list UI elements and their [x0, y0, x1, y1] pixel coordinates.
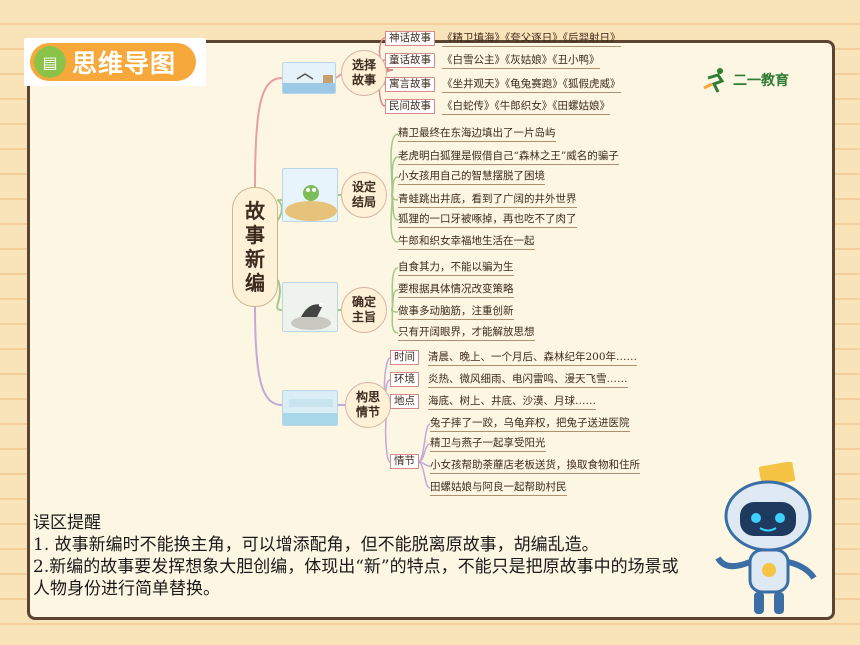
frog-well-illustration	[282, 168, 338, 222]
branch-title: 确定	[351, 295, 376, 309]
theme-item: 自食其力，不能以骗为生	[398, 260, 514, 276]
mistake-reminder: 误区提醒 1. 故事新编时不能换主角，可以增添配角，但不能脱离原故事，胡编乱造。…	[33, 512, 693, 600]
note-title: 误区提醒	[33, 513, 101, 533]
plot-item: 兔子摔了一跤，乌龟弃权，把兔子送进医院	[430, 416, 630, 432]
branch-title: 设定	[351, 180, 376, 194]
content-board	[27, 40, 835, 620]
book-icon: ▤	[34, 46, 66, 78]
story-list: 《白雪公主》《灰姑娘》《丑小鸭》	[442, 53, 600, 69]
center-char: 新	[245, 247, 265, 271]
branch-title: 故事	[351, 73, 376, 87]
tag-time: 时间	[390, 350, 419, 365]
robot-mascot-illustration	[715, 462, 817, 614]
center-char: 编	[245, 271, 265, 295]
ending-item: 精卫最终在东海边填出了一片岛屿	[398, 126, 556, 142]
note-line: 1. 故事新编时不能换主角，可以增添配角，但不能脱离原故事，胡编乱造。	[33, 535, 599, 555]
logo-pill: ▤ 思维导图	[30, 43, 196, 81]
center-char: 事	[245, 223, 265, 247]
branch-title: 情节	[355, 405, 380, 419]
tag-folk-tale: 民间故事	[385, 99, 435, 114]
tag-myth: 神话故事	[385, 31, 435, 46]
brand-logo: 二一教育	[700, 66, 789, 94]
plot-detail: 海底、树上、井底、沙漠、月球……	[428, 394, 596, 410]
theme-item: 只有开阔眼界，才能解放思想	[398, 325, 535, 341]
ending-item: 牛郎和织女幸福地生活在一起	[398, 234, 535, 250]
tag-fairy-tale: 童话故事	[385, 53, 435, 68]
ending-item: 小女孩用自己的智慧摆脱了困境	[398, 169, 545, 185]
landscape-illustration	[282, 390, 338, 426]
tag-environment: 环境	[390, 372, 419, 387]
ending-item: 青蛙跳出井底，看到了广阔的井外世界	[398, 192, 577, 208]
story-list: 《白蛇传》《牛郎织女》《田螺姑娘》	[442, 99, 610, 115]
brand-text: 二一教育	[733, 73, 789, 89]
story-list: 《精卫填海》《夸父逐日》《后羿射日》	[442, 31, 621, 47]
branch-theme: 确定 主旨	[341, 287, 387, 333]
note-line: 2.新编的故事要发挥想象大胆创编，体现出“新”的特点，不能只是把原故事中的场景或…	[33, 557, 679, 599]
center-char: 故	[245, 199, 265, 223]
sea-bird-illustration	[282, 62, 336, 94]
plot-item: 小女孩帮助荼蘼店老板送货，換取食物和住所	[430, 458, 640, 474]
branch-title: 选择	[351, 58, 376, 72]
mind-map-logo: ▤ 思维导图	[24, 38, 206, 86]
branch-title: 主旨	[351, 310, 376, 324]
runner-icon	[703, 68, 725, 93]
plot-detail: 炎热、微风细雨、电闪雷鸣、漫天飞雪……	[428, 372, 628, 388]
branch-set-ending: 设定 结局	[341, 172, 387, 218]
tag-plot: 情节	[390, 454, 419, 469]
theme-item: 做事多动脑筋，注重创新	[398, 304, 514, 320]
branch-title: 构思	[355, 390, 380, 404]
plot-detail: 清晨、晚上、一个月后、森林纪年200年……	[428, 350, 638, 366]
branch-title: 结局	[351, 195, 376, 209]
ending-item: 老虎明白狐狸是假借自己“森林之王”威名的骗子	[398, 149, 619, 165]
crow-illustration	[282, 282, 338, 332]
story-list: 《坐井观天》《龟兔赛跑》《狐假虎威》	[442, 77, 621, 93]
plot-item: 田螺姑娘与阿良一起帮助村民	[430, 480, 567, 496]
theme-item: 要根据具体情况改变策略	[398, 282, 514, 298]
tag-place: 地点	[390, 394, 419, 409]
branch-choose-story: 选择 故事	[341, 50, 387, 96]
plot-item: 精卫与燕子一起享受阳光	[430, 436, 546, 452]
center-topic: 故 事 新 编	[232, 187, 278, 307]
branch-plot: 构思 情节	[345, 382, 391, 428]
ending-item: 狐狸的一口牙被啄掉，再也吃不了肉了	[398, 212, 577, 228]
tag-fable: 寓言故事	[385, 77, 435, 92]
logo-text: 思维导图	[72, 49, 177, 78]
